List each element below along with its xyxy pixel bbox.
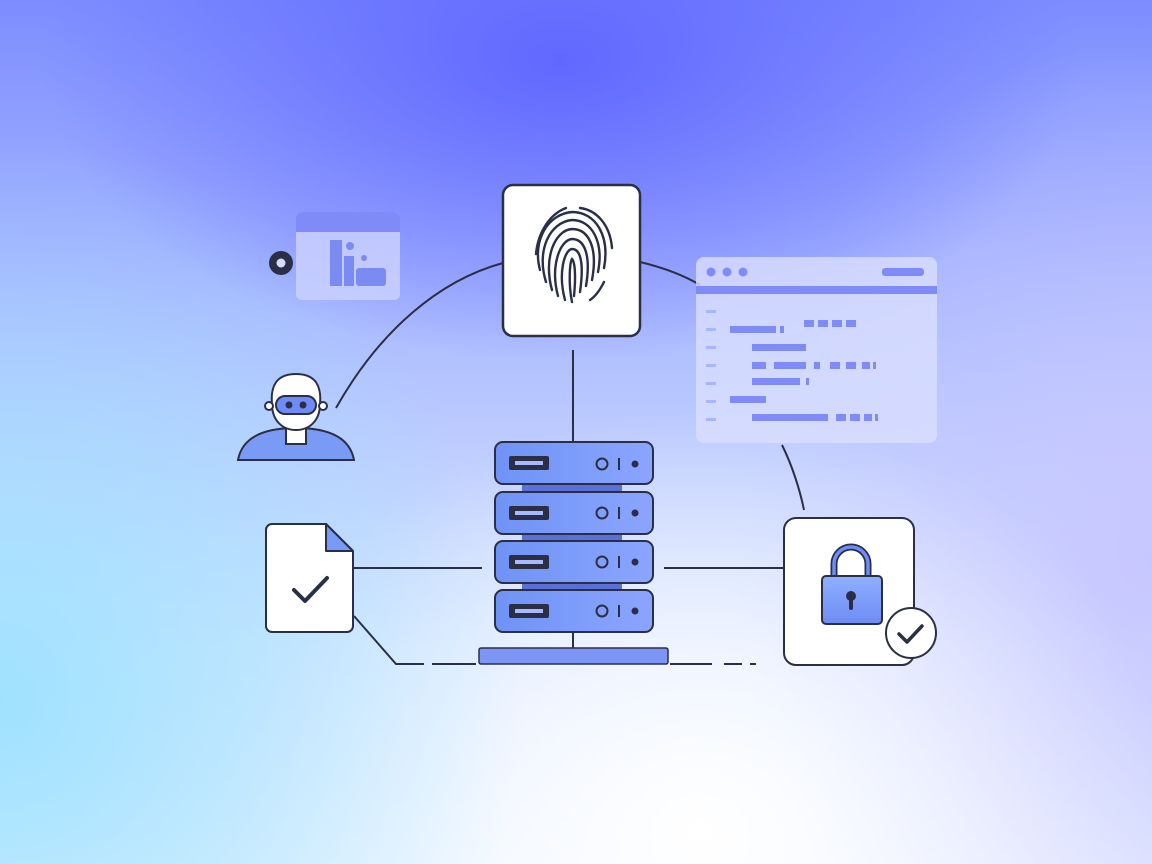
server-unit-3 <box>494 540 654 584</box>
server-unit-1 <box>494 441 654 485</box>
padlock-card <box>783 517 937 666</box>
chart-window-icon <box>296 212 400 300</box>
server-unit-4 <box>494 589 654 633</box>
code-window-icon <box>696 257 937 443</box>
connector-lines <box>335 261 805 665</box>
arc-right <box>639 261 701 286</box>
arc-lock <box>781 444 805 511</box>
fingerprint-icon <box>534 206 614 304</box>
check-badge-icon <box>885 607 937 659</box>
padlock-icon <box>821 543 883 625</box>
line-doc-base <box>353 615 424 665</box>
server-rack-icon <box>478 441 669 665</box>
document-check-icon <box>265 523 354 633</box>
fingerprint-card <box>501 183 642 338</box>
server-unit-2 <box>494 491 654 535</box>
connector-dot-icon <box>269 251 293 275</box>
user-avatar-icon <box>236 372 356 461</box>
arc-left <box>335 262 504 409</box>
